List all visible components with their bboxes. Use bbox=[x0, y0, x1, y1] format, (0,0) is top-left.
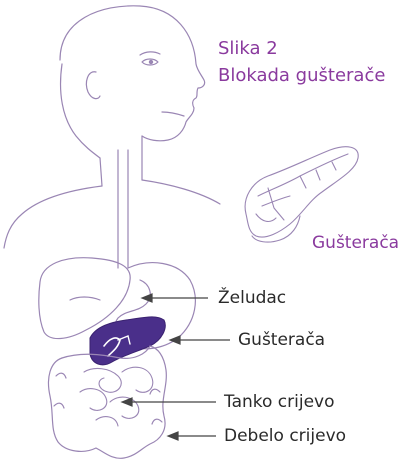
pancreas-detail-drawing bbox=[245, 147, 358, 242]
arrow-small-intestine bbox=[122, 398, 216, 406]
stomach-label: Želudac bbox=[218, 287, 286, 309]
small-intestine-outline bbox=[80, 367, 153, 426]
figure-caption-line2: Blokada gušterače bbox=[218, 64, 385, 88]
torso-outline bbox=[4, 150, 220, 268]
arrow-large-intestine bbox=[168, 432, 216, 440]
pancreas-detail-label: Gušterača bbox=[312, 232, 399, 254]
arrow-pancreas bbox=[170, 336, 230, 344]
head-outline bbox=[60, 6, 205, 186]
pancreas-highlight bbox=[90, 317, 165, 365]
small-intestine-label: Tanko crijevo bbox=[224, 391, 335, 413]
pancreas-label: Gušterača bbox=[238, 329, 325, 351]
large-intestine-label: Debelo crijevo bbox=[224, 425, 346, 447]
arrow-stomach bbox=[142, 294, 208, 302]
figure-caption-line1: Slika 2 bbox=[218, 37, 278, 61]
